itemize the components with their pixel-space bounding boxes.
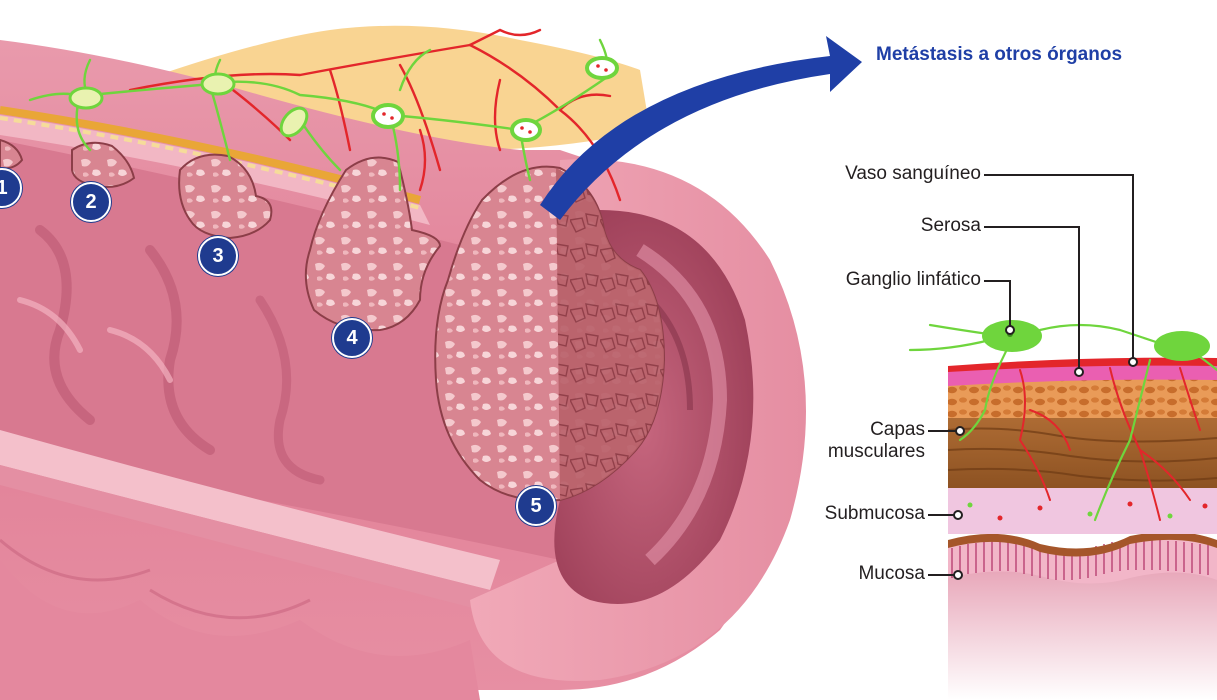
- wall-cut-bottom: [0, 430, 500, 590]
- colon-lymph-nodes: [68, 56, 619, 142]
- label-musculares: musculares: [827, 441, 925, 462]
- stage-badge-4: 4: [332, 318, 372, 358]
- colon: [0, 25, 806, 700]
- stage-badge-2: 2: [71, 182, 111, 222]
- tumor-stage-2: [71, 141, 136, 188]
- metastasis-arrow: [540, 36, 862, 220]
- label-serosa: Serosa: [920, 215, 981, 236]
- leader-lines: [928, 174, 1138, 580]
- label-vaso-sanguineo: Vaso sanguíneo: [845, 163, 981, 184]
- wall-cross-section: [908, 320, 1217, 700]
- label-ganglio-linfatico: Ganglio linfático: [845, 269, 981, 290]
- metastasis-label: Metástasis a otros órganos: [876, 44, 1123, 65]
- stage-badge-3: 3: [198, 236, 238, 276]
- tumor-stage-5: [434, 165, 666, 502]
- label-submucosa: Submucosa: [824, 503, 925, 524]
- stage-badge-5: 5: [516, 486, 556, 526]
- label-mucosa: Mucosa: [858, 563, 925, 584]
- label-capas: Capas: [870, 419, 925, 440]
- lymph-node-2: [1154, 331, 1210, 361]
- tumor-stage-4: [304, 156, 442, 332]
